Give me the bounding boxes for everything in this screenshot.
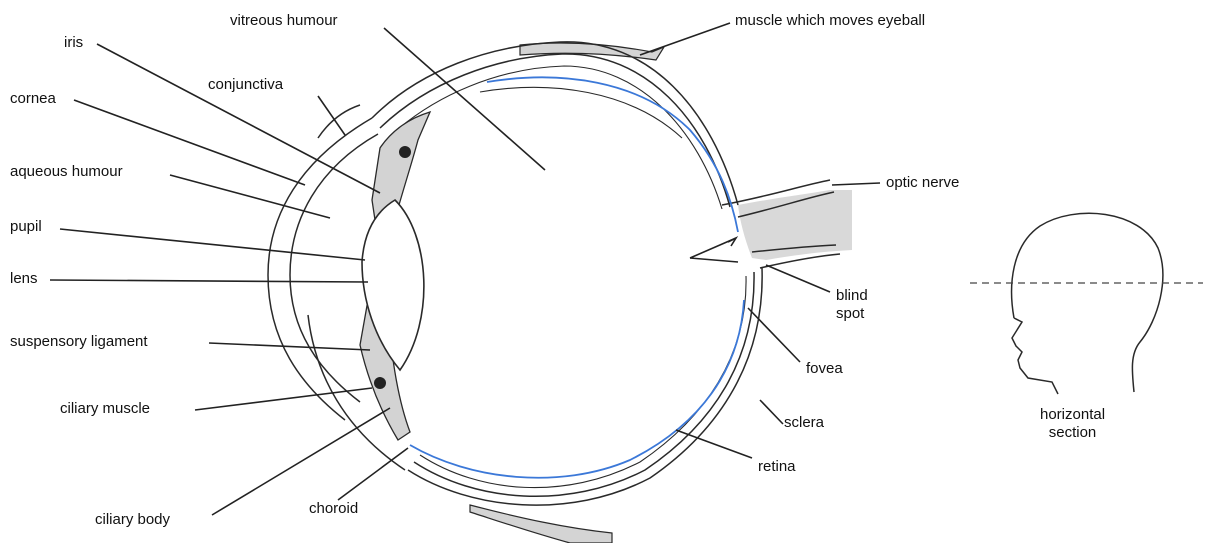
label-blind-spot: blind spot — [836, 287, 868, 323]
label-blind-spot-line2: spot — [836, 305, 868, 323]
label-iris: iris — [64, 34, 83, 52]
label-fovea: fovea — [806, 360, 843, 378]
label-suspensory-ligament: suspensory ligament — [10, 333, 148, 351]
label-cornea: cornea — [10, 90, 56, 108]
leader-lines — [50, 23, 880, 515]
upper-muscle — [520, 43, 664, 60]
label-ciliary-body: ciliary body — [95, 511, 170, 529]
optic-nerve-shape — [738, 190, 852, 260]
label-vitreous-humour: vitreous humour — [230, 12, 338, 30]
lower-muscle — [470, 505, 612, 543]
label-retina: retina — [758, 458, 796, 476]
label-optic-nerve: optic nerve — [886, 174, 959, 192]
cornea-shape — [268, 118, 372, 420]
label-lens: lens — [10, 270, 38, 288]
label-horizontal-section-line1: horizontal — [1040, 406, 1105, 424]
label-ciliary-muscle: ciliary muscle — [60, 400, 150, 418]
label-choroid: choroid — [309, 500, 358, 518]
retina-line — [410, 77, 744, 477]
label-blind-spot-line1: blind — [836, 287, 868, 305]
label-sclera: sclera — [784, 414, 824, 432]
label-horizontal-section: horizontal section — [1040, 406, 1105, 442]
label-aqueous-humour: aqueous humour — [10, 163, 123, 181]
head-silhouette — [1012, 213, 1163, 394]
label-conjunctiva: conjunctiva — [208, 76, 283, 94]
label-muscle-which-moves-eyeball: muscle which moves eyeball — [735, 12, 925, 30]
label-pupil: pupil — [10, 218, 42, 236]
label-horizontal-section-line2: section — [1040, 424, 1105, 442]
